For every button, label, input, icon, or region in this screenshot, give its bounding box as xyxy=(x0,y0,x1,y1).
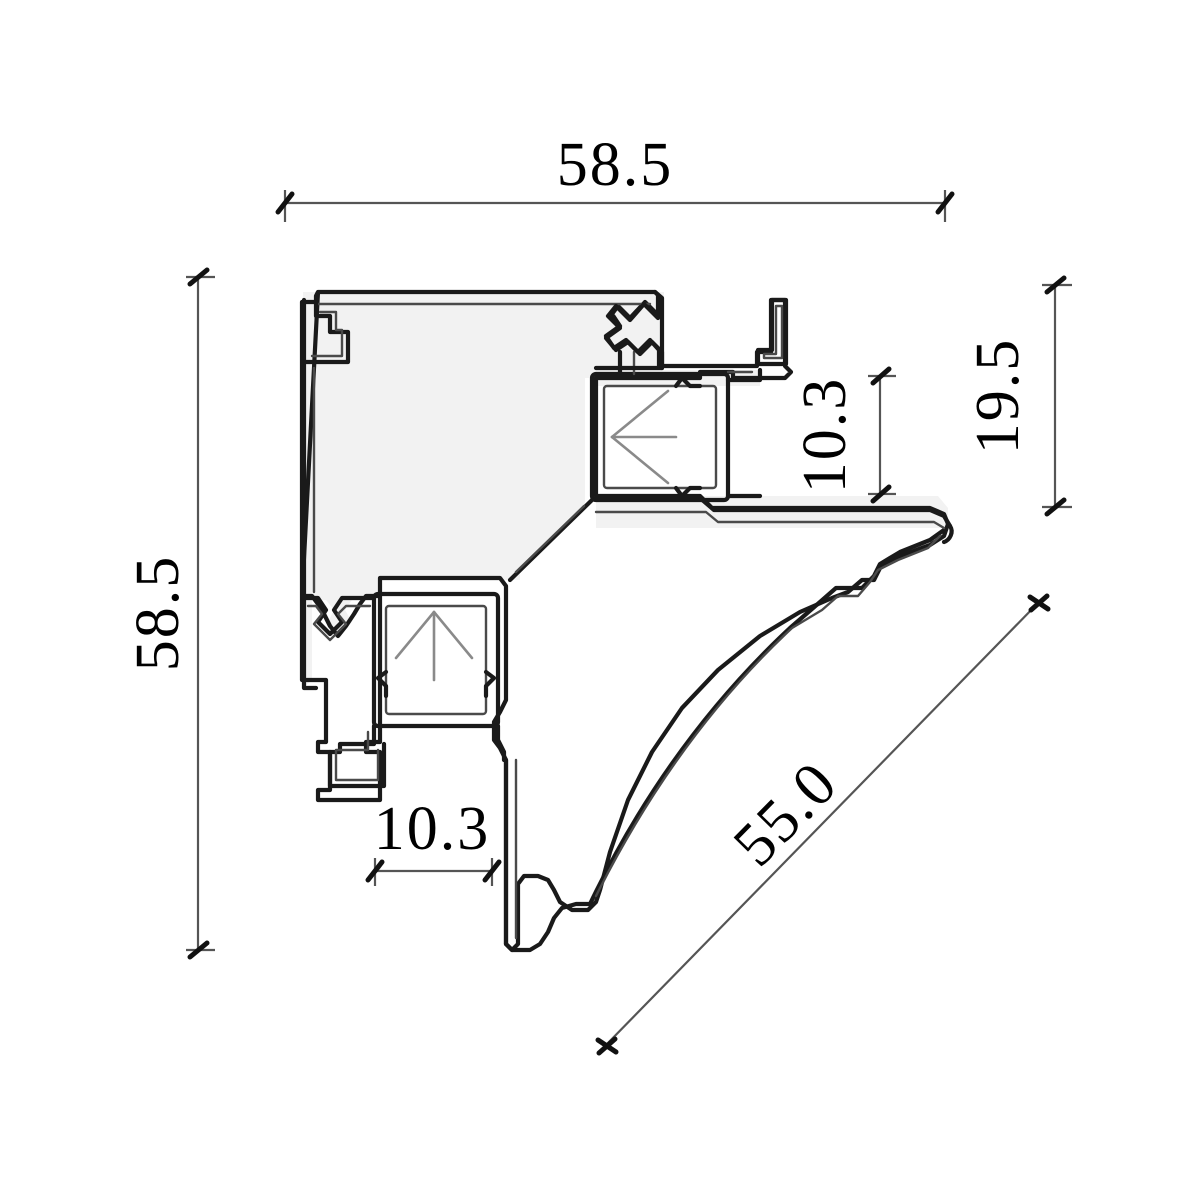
dim-label-diagonal-depth: 55.0 xyxy=(721,749,851,880)
bottom-left-foot-hook xyxy=(327,723,387,789)
middle-diagonal-web-inner xyxy=(514,504,586,574)
tail-bottom-foot xyxy=(503,901,593,953)
dimension-lower-chamber-width: 10.3 xyxy=(365,795,502,886)
top-left-hook-inner xyxy=(310,310,344,358)
port-ray-upper-3 xyxy=(610,435,670,485)
tick-width-right xyxy=(935,191,955,215)
upper-chamber-screw-port-marker xyxy=(610,389,678,485)
tick-550-upper-cross xyxy=(1028,593,1050,613)
tick-width-left xyxy=(275,191,295,215)
lower-chamber-notch-right xyxy=(483,669,497,699)
dim-label-upper-chamber-height: 10.3 xyxy=(791,377,859,494)
upper-right-flange xyxy=(725,367,763,383)
tick-103h-left xyxy=(365,859,385,883)
tick-height-bottom xyxy=(187,940,210,960)
tick-103h-right xyxy=(482,859,502,883)
tick-103v-bottom xyxy=(870,484,892,504)
port-ray-lower-3 xyxy=(432,610,474,660)
dimension-right-height: 19.5 xyxy=(964,275,1072,517)
dim-label-overall-width: 58.5 xyxy=(557,131,674,199)
concave-arc-inner xyxy=(594,534,942,898)
right-lower-flange xyxy=(495,723,507,763)
middle-diagonal-web xyxy=(507,497,595,583)
top-left-hook xyxy=(303,299,351,365)
tick-height-top xyxy=(187,267,210,287)
profile-body-fill xyxy=(303,292,655,688)
dim-label-right-height: 19.5 xyxy=(964,338,1032,455)
port-ray-upper-1 xyxy=(610,389,670,439)
top-rail-right-end xyxy=(593,289,665,371)
extrusion-profile xyxy=(299,289,954,953)
upper-chamber-notch-bottom xyxy=(673,485,703,499)
detached-lip-piece xyxy=(755,297,789,367)
upper-chamber-inner xyxy=(602,384,718,490)
dimension-overall-height: 58.5 xyxy=(124,267,215,960)
lower-chamber-notch-left xyxy=(375,669,389,699)
mid-left-hook xyxy=(301,595,377,637)
snap-fit-arrow-detail xyxy=(603,293,665,371)
right-flange-bottom-face xyxy=(594,510,946,530)
right-flange-top-face xyxy=(593,495,953,529)
upper-chamber-notch-top xyxy=(673,375,703,389)
dim-line-550 xyxy=(605,601,1040,1046)
port-ray-lower-2 xyxy=(394,610,436,660)
dimension-diagonal-depth: 55.0 xyxy=(595,593,1051,1056)
right-flange-tip xyxy=(941,523,954,545)
tick-195-top xyxy=(1044,275,1067,295)
concave-arc-outer xyxy=(587,527,947,907)
tick-195-bottom xyxy=(1044,497,1067,517)
dimension-overall-width: 58.5 xyxy=(275,131,955,222)
bottom-left-foot-hook-inner xyxy=(334,730,380,782)
lower-chamber-inner xyxy=(384,604,488,716)
dim-label-lower-chamber-width: 10.3 xyxy=(374,795,491,863)
dim-label-overall-height: 58.5 xyxy=(124,555,192,672)
dimension-upper-chamber-height: 10.3 xyxy=(791,366,896,504)
left-wall-lower xyxy=(301,597,319,691)
lower-chamber-outer xyxy=(371,591,501,729)
mid-left-hook-inner xyxy=(306,604,372,642)
tick-103v-top xyxy=(870,366,892,386)
tick-550-lower-cross xyxy=(596,1036,618,1056)
lower-chamber-screw-port-marker xyxy=(394,610,474,682)
